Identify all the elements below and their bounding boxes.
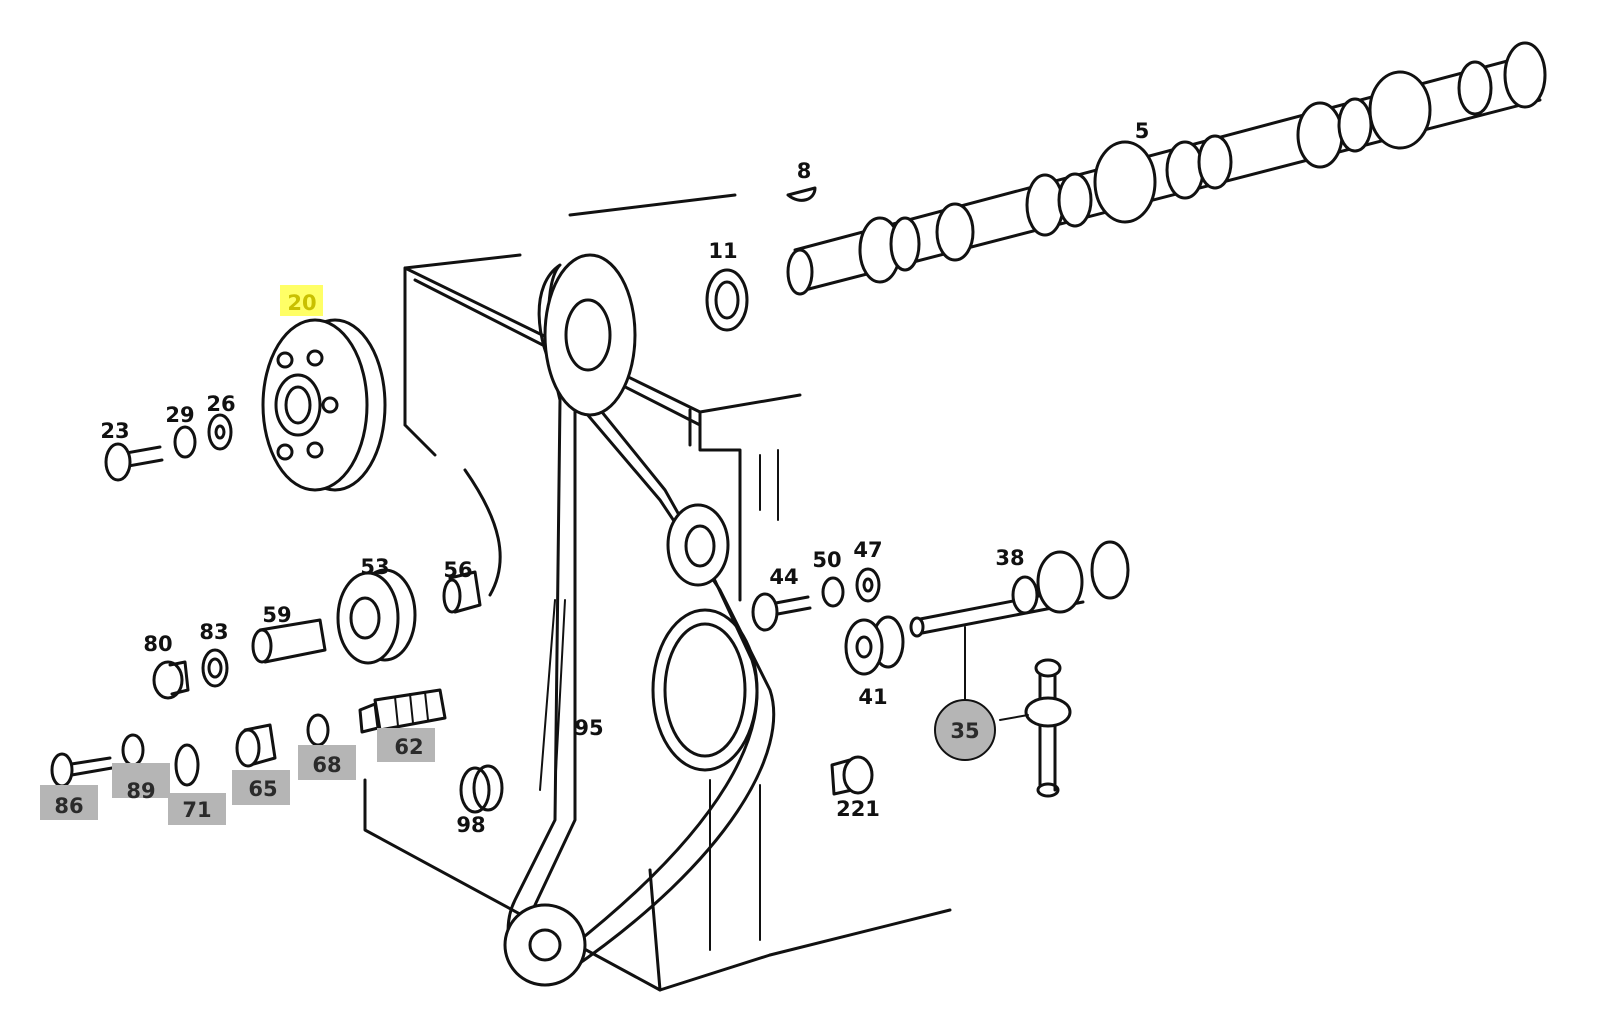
washer-50 [821,576,845,608]
callout-labels: 5 8 11 20 23 29 26 53 56 59 80 83 44 50 … [54,119,1149,837]
seal-ring-83 [201,648,229,688]
callout-38[interactable]: 38 [995,546,1024,570]
gear-shaft-35 [999,658,1072,798]
washer-26 [207,413,233,451]
idler-sprocket [336,568,417,665]
callout-221[interactable]: 221 [836,797,880,821]
woodruff-key [786,186,817,202]
callout-11[interactable]: 11 [708,239,737,263]
callout-56[interactable]: 56 [443,558,472,582]
washer-68 [306,713,330,747]
highlight-89 [112,763,170,798]
drive-shaft-38 [909,540,1130,701]
washer-89 [121,733,145,767]
sleeve-65 [235,723,277,768]
callout-20[interactable]: 20 [287,291,316,315]
pin-59 [251,618,327,664]
callout-26[interactable]: 26 [206,392,235,416]
callout-5[interactable]: 5 [1135,119,1150,143]
screw-plug-80 [152,660,190,700]
timing-chain [503,253,776,987]
highlight-20 [280,285,323,316]
bushing-56 [442,570,482,614]
camshaft [786,41,1547,296]
screw-plug-221 [830,755,874,796]
circlip-71 [174,743,200,787]
highlight-35 [934,699,996,761]
highlight-71 [168,793,226,825]
highlight-86 [40,785,98,820]
callout-50[interactable]: 50 [812,548,841,572]
highlight-62 [377,728,435,762]
callout-23[interactable]: 23 [100,419,129,443]
callout-47[interactable]: 47 [853,538,882,562]
callout-95[interactable]: 95 [574,716,603,740]
callout-98[interactable]: 98 [456,813,485,837]
callout-83[interactable]: 83 [199,620,228,644]
callout-8[interactable]: 8 [797,159,812,183]
callout-59[interactable]: 59 [262,603,291,627]
callout-86[interactable]: 86 [54,794,83,818]
callout-80[interactable]: 80 [143,632,172,656]
callout-highlights [40,285,996,825]
pulley-41 [844,615,905,676]
washer-47 [855,567,881,603]
bolt-86 [50,752,114,788]
callout-65[interactable]: 65 [248,777,277,801]
callout-71[interactable]: 71 [182,798,211,822]
callout-53[interactable]: 53 [360,555,389,579]
bolt-44 [751,592,812,632]
seal-ring [705,268,749,332]
highlight-68 [298,745,356,780]
callout-41[interactable]: 41 [858,685,887,709]
callout-89[interactable]: 89 [126,779,155,803]
chain-link-98 [459,764,504,814]
camshaft-sprocket [261,318,387,492]
spring-washer-29 [173,425,197,459]
callout-44[interactable]: 44 [769,565,798,589]
callout-62[interactable]: 62 [394,735,423,759]
highlight-65 [232,770,290,805]
bolt-23 [104,442,164,482]
callout-35[interactable]: 35 [950,719,979,743]
callout-29[interactable]: 29 [165,403,194,427]
tensioner-plunger-62 [358,688,447,734]
callout-68[interactable]: 68 [312,753,341,777]
